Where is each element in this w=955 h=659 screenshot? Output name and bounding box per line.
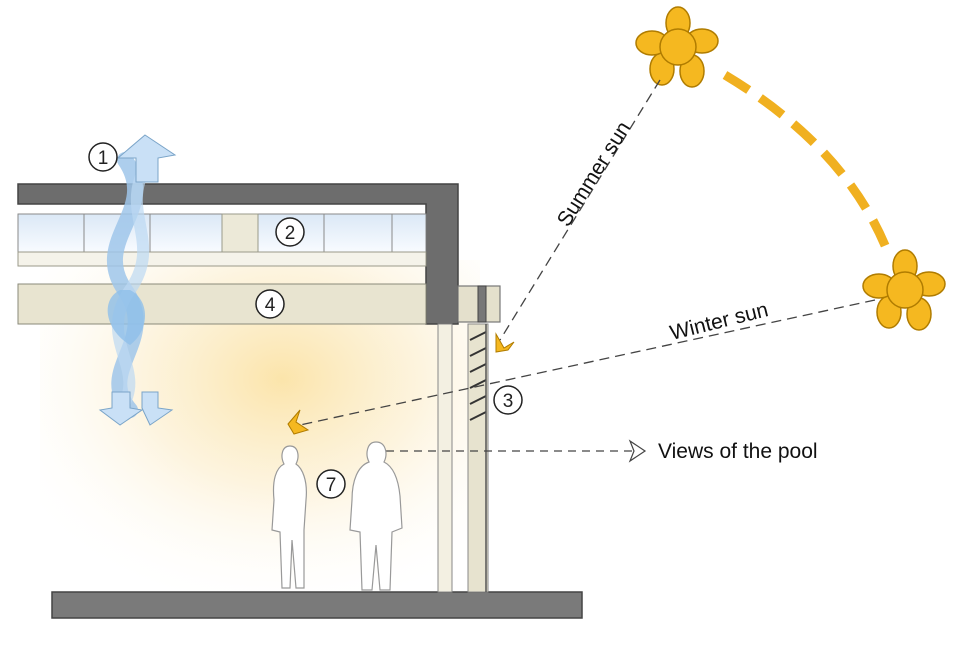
winter-sun-label: Winter sun	[668, 298, 771, 345]
sunshade-post	[477, 285, 487, 323]
marker-4: 4	[255, 289, 285, 319]
summer-sun-label: Summer sun	[553, 118, 636, 231]
marker-2-label: 2	[285, 223, 296, 244]
louvre-column	[467, 323, 489, 593]
views-label: Views of the pool	[658, 440, 818, 463]
winter-sun-ray	[299, 299, 876, 426]
summer-ray-arrowhead	[495, 332, 515, 353]
person-figure-right	[349, 441, 403, 591]
glazing-sill	[17, 251, 427, 267]
louvre-blades	[469, 331, 487, 421]
summer-sun-icon	[635, 6, 719, 88]
marker-4-label: 4	[265, 295, 276, 316]
ground-slab	[51, 591, 583, 619]
ceiling-band	[17, 283, 427, 325]
marker-7: 7	[316, 469, 346, 499]
airflow-arrow	[98, 134, 177, 426]
marker-7-label: 7	[326, 475, 337, 496]
summer-sun-ray	[499, 79, 661, 341]
winter-sun-icon	[862, 249, 946, 331]
winter-ray-arrowhead	[287, 409, 310, 435]
marker-1: 1	[88, 142, 118, 172]
marker-3-label: 3	[503, 391, 514, 412]
view-arrowhead-icon	[628, 439, 647, 463]
sun-path-arc	[722, 71, 895, 260]
marker-3: 3	[493, 385, 523, 415]
person-figure-left	[271, 445, 307, 589]
marker-2: 2	[275, 217, 305, 247]
marker-1-label: 1	[98, 148, 109, 169]
facade-glazing	[437, 323, 453, 593]
